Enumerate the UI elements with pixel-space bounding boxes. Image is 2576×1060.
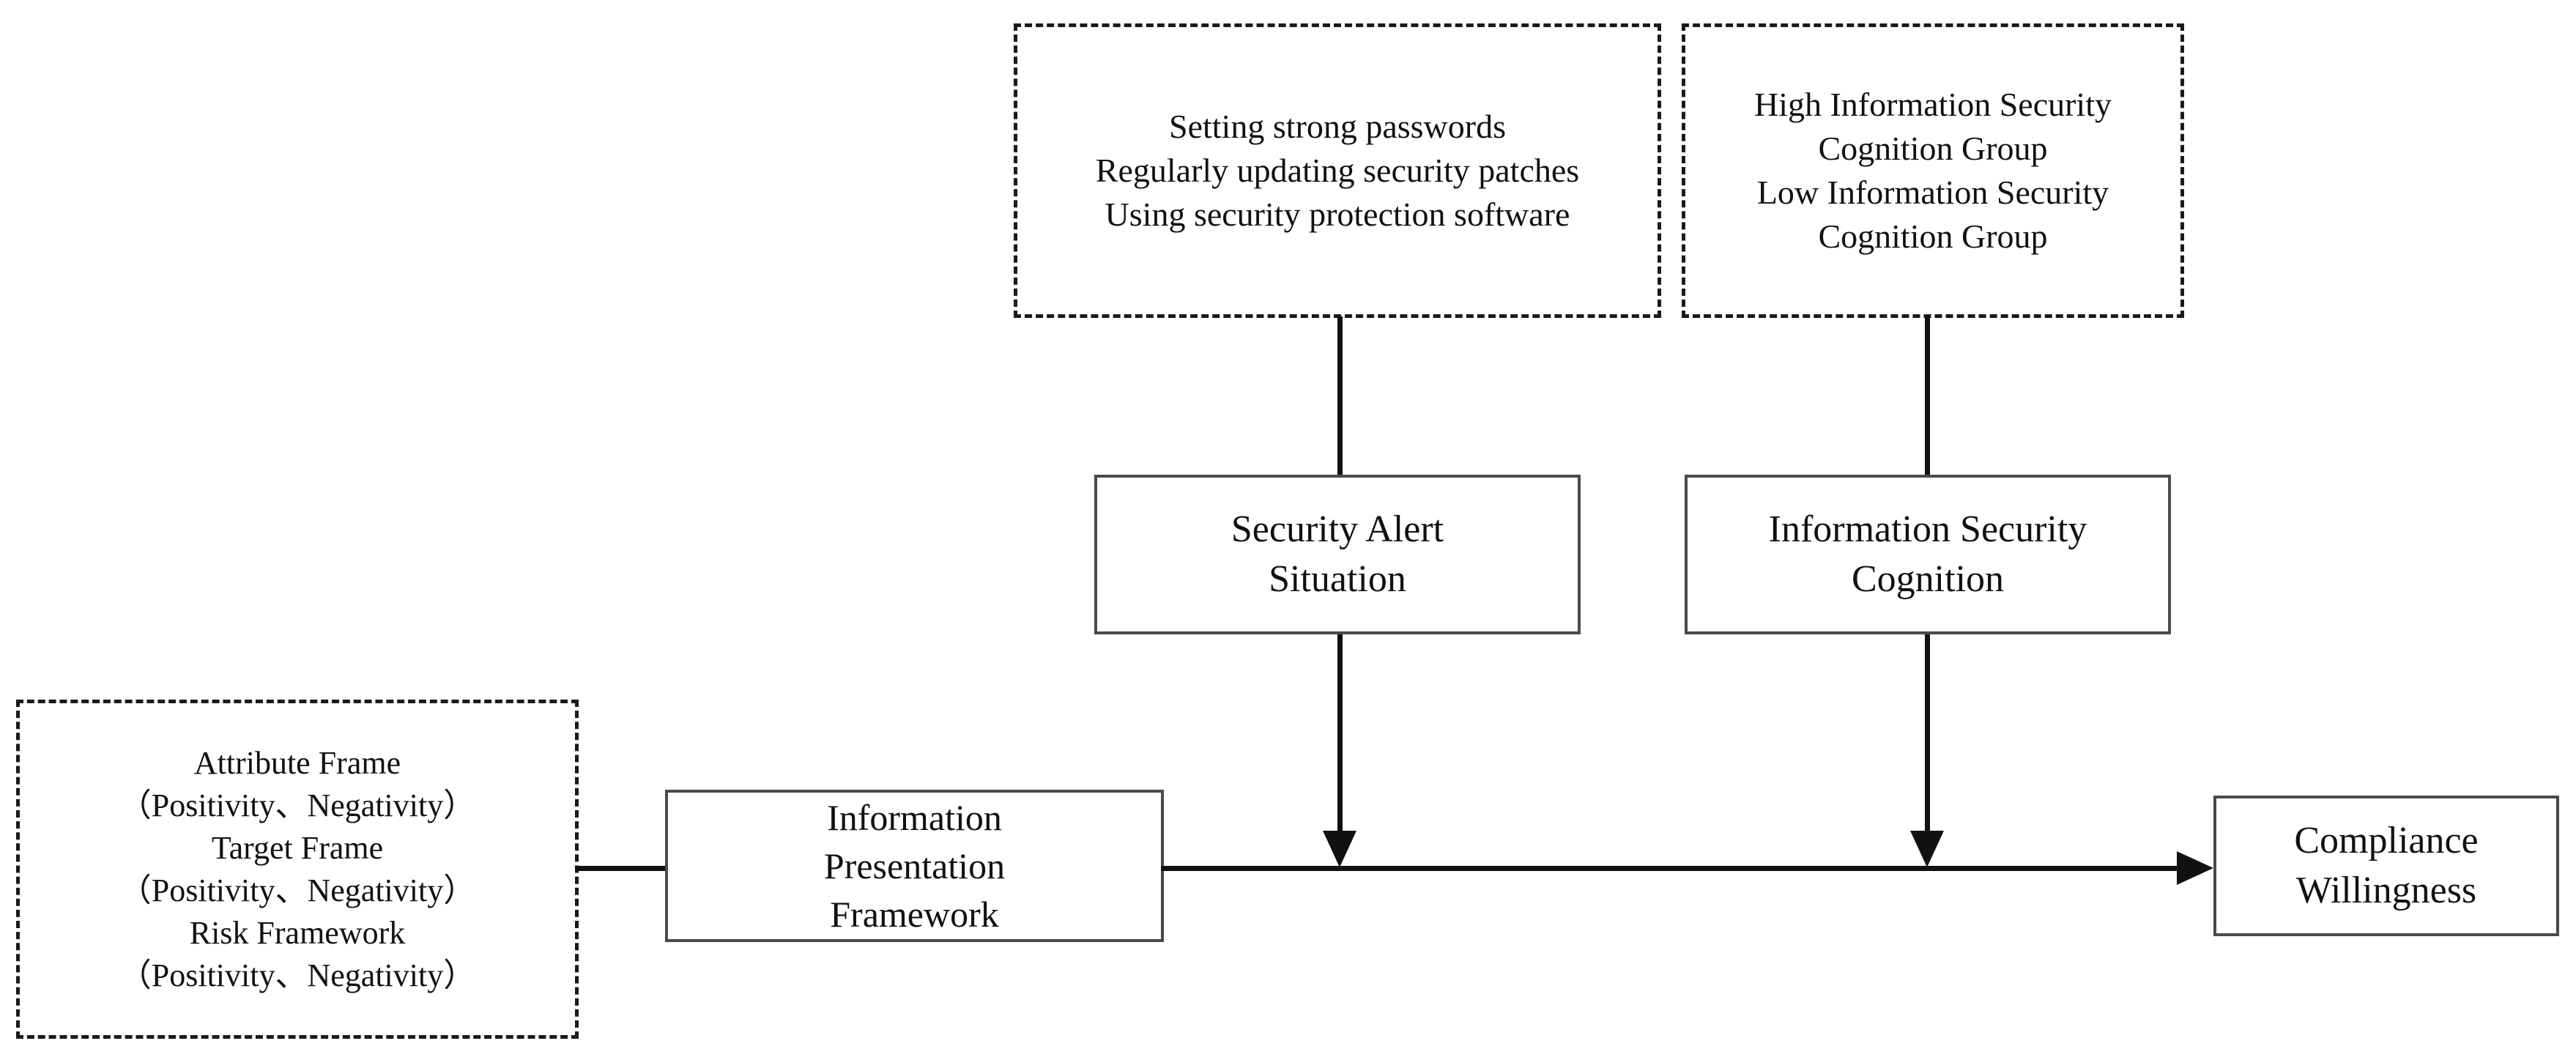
- framing-types-line-4: （Positivity、Negativity）: [119, 872, 476, 908]
- information-presentation-framework-line-3: Framework: [830, 894, 999, 935]
- connector-presentation-to-compliance: [1161, 866, 2179, 871]
- security-behaviors-group-box: Setting strong passwords Regularly updat…: [1014, 23, 1661, 318]
- security-alert-situation-box: Security Alert Situation: [1094, 475, 1581, 634]
- arrowhead-alert-to-main-path: [1323, 831, 1356, 867]
- security-behaviors-line-2: Regularly updating security patches: [1095, 152, 1580, 189]
- compliance-willingness-box: Compliance Willingness: [2213, 796, 2559, 936]
- cognition-groups-line-1: High Information Security: [1753, 86, 2112, 123]
- information-security-cognition-line-2: Cognition: [1851, 558, 2005, 600]
- connector-cognition-to-main-path: [1925, 634, 1930, 832]
- information-security-cognition-box: Information Security Cognition: [1685, 475, 2171, 634]
- cognition-groups-line-2: Cognition Group: [1818, 130, 2048, 167]
- arrowhead-cognition-to-main-path: [1910, 831, 1944, 867]
- framing-types-line-6: （Positivity、Negativity）: [119, 957, 476, 993]
- connector-security-behaviors-to-alert: [1337, 316, 1343, 476]
- security-behaviors-line-3: Using security protection software: [1105, 196, 1570, 233]
- connector-cognition-groups-to-cognition: [1925, 316, 1930, 476]
- compliance-willingness-line-1: Compliance: [2294, 820, 2479, 861]
- connector-framing-to-presentation: [576, 866, 668, 871]
- information-presentation-framework-line-2: Presentation: [823, 845, 1006, 886]
- cognition-groups-line-3: Low Information Security: [1756, 174, 2109, 211]
- framing-types-line-1: Attribute Frame: [193, 744, 401, 781]
- security-behaviors-line-1: Setting strong passwords: [1169, 108, 1506, 145]
- connector-alert-to-main-path: [1337, 634, 1343, 832]
- security-alert-situation-line-1: Security Alert: [1231, 508, 1444, 550]
- information-presentation-framework-box: Information Presentation Framework: [665, 790, 1164, 942]
- framing-types-line-2: （Positivity、Negativity）: [119, 787, 476, 823]
- information-security-cognition-line-1: Information Security: [1768, 508, 2087, 550]
- cognition-groups-line-4: Cognition Group: [1818, 218, 2048, 255]
- framing-types-line-5: Risk Framework: [189, 914, 406, 951]
- security-alert-situation-line-2: Situation: [1269, 558, 1406, 600]
- framing-types-line-3: Target Frame: [211, 829, 384, 866]
- arrowhead-presentation-to-compliance: [2177, 851, 2213, 885]
- framing-types-box: Attribute Frame （Positivity、Negativity） …: [16, 700, 579, 1039]
- cognition-groups-box: High Information Security Cognition Grou…: [1682, 23, 2184, 318]
- compliance-willingness-line-2: Willingness: [2295, 870, 2477, 911]
- information-presentation-framework-line-1: Information: [827, 797, 1002, 838]
